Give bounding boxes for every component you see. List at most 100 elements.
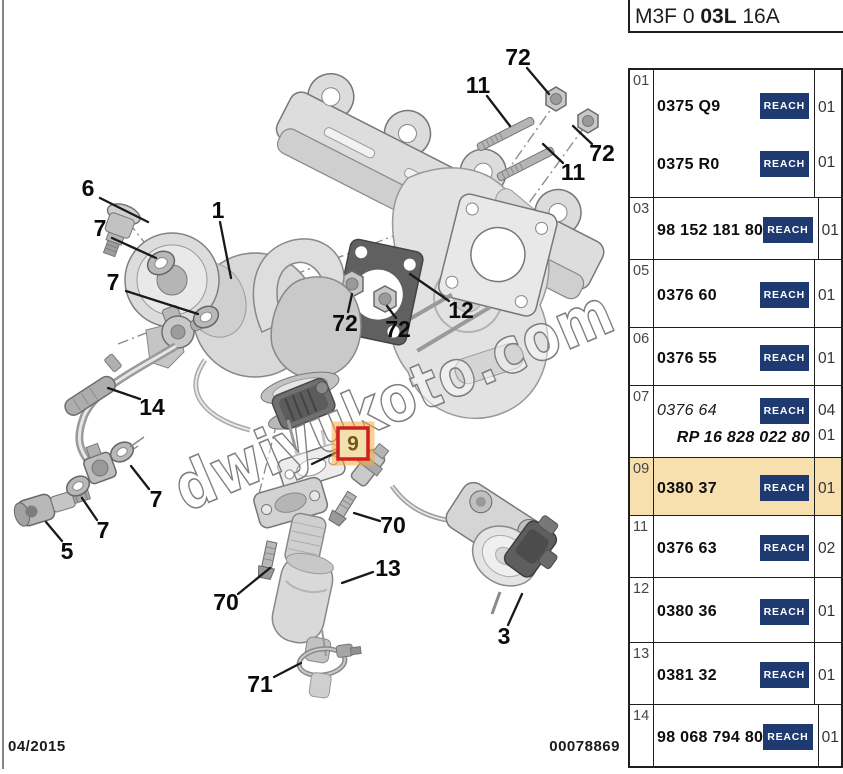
highlighted-callout-box[interactable] — [336, 426, 370, 461]
item-number: 14 — [630, 705, 654, 766]
part-number: 0376 63 — [657, 539, 717, 557]
quantity: 01 — [821, 728, 839, 746]
part-number: RP 16 828 022 80 — [676, 428, 810, 446]
vacuum-unit-assembly — [350, 442, 559, 615]
reach-badge[interactable]: REACH — [763, 724, 813, 750]
callout-leader-line — [218, 220, 233, 280]
callout-label-70[interactable]: 70 — [213, 589, 239, 615]
quantity: 01 — [818, 666, 836, 684]
reach-badge[interactable]: REACH — [759, 282, 809, 308]
callout-label-11[interactable]: 11 — [561, 159, 586, 185]
part-cell: 0380 37 REACH — [654, 458, 814, 515]
callout-leader-line — [485, 94, 512, 128]
callout-leader-line — [525, 66, 551, 96]
callout-leader-line — [506, 592, 524, 627]
callout-label-1[interactable]: 1 — [212, 197, 225, 223]
part-number: 0381 32 — [657, 666, 717, 684]
callout-label-72[interactable]: 72 — [332, 310, 358, 336]
quantity-cell: 01 — [817, 705, 843, 766]
callout-label-7[interactable]: 7 — [97, 517, 110, 543]
callout-leader-line — [98, 196, 150, 224]
callout-label-72[interactable]: 72 — [505, 44, 531, 70]
reach-badge[interactable]: REACH — [759, 93, 809, 119]
part-number: 98 152 181 80 — [657, 221, 764, 239]
item-number: 01 — [630, 70, 654, 197]
reach-badge[interactable]: REACH — [759, 397, 809, 424]
quantity-cell: 01 — [814, 643, 841, 704]
quantity: 01 — [818, 479, 836, 497]
reach-badge[interactable]: REACH — [759, 535, 809, 561]
quantity: 01 — [818, 99, 836, 116]
callout-label-72[interactable]: 72 — [385, 316, 411, 342]
callout-label-9[interactable]: 9 — [347, 433, 359, 456]
part-number: 0376 55 — [657, 349, 717, 367]
reach-badge[interactable]: REACH — [759, 475, 809, 501]
part-number: 0380 37 — [657, 479, 717, 497]
quantity-cell: 02 — [814, 516, 841, 577]
reach-badge[interactable]: REACH — [759, 598, 809, 625]
callout-label-11[interactable]: 11 — [466, 72, 491, 98]
banjo-bolt-assembly — [13, 436, 145, 527]
quantity-cell: 01 — [814, 328, 841, 385]
code-prefix: M3F 0 — [635, 5, 701, 28]
callout-label-70[interactable]: 70 — [380, 512, 406, 538]
callout-label-7[interactable]: 7 — [94, 215, 107, 241]
callout-leader-line — [272, 661, 303, 679]
part-number: 0375 Q9 — [657, 97, 721, 115]
item-number: 09 — [630, 458, 654, 515]
part-number: 0376 60 — [657, 286, 717, 304]
quantity: 02 — [818, 539, 836, 557]
item-number: 06 — [630, 328, 654, 385]
callout-label-13[interactable]: 13 — [375, 555, 401, 581]
catalog-code-header: M3F 0 03L 16A — [628, 0, 843, 33]
turbocharger-diagram-svg: dwiyukoto.com 67711411727211727212970137… — [13, 44, 626, 699]
part-cell: 0381 32 REACH — [654, 643, 814, 704]
code-bold: 03L — [700, 5, 737, 28]
quantity: 01 — [818, 286, 836, 304]
callout-leader-line — [124, 289, 200, 316]
callout-label-72[interactable]: 72 — [589, 140, 615, 166]
callout-leader-line — [106, 386, 142, 401]
callout-label-5[interactable]: 5 — [61, 538, 74, 564]
quantity: 01 — [818, 349, 836, 367]
callout-leader-line — [352, 511, 382, 523]
reach-badge[interactable]: REACH — [759, 345, 809, 371]
callout-label-6[interactable]: 6 — [82, 175, 95, 201]
callout-label-14[interactable]: 14 — [139, 394, 165, 420]
callout-label-3[interactable]: 3 — [498, 623, 511, 649]
callout-label-7[interactable]: 7 — [107, 269, 120, 295]
item-number: 11 — [630, 516, 654, 577]
reach-badge[interactable]: REACH — [759, 151, 809, 177]
part-number: 98 068 794 80 — [657, 728, 764, 746]
reach-badge[interactable]: REACH — [763, 217, 813, 243]
quantity: 01 — [818, 154, 836, 171]
callout-leader-line — [346, 292, 354, 314]
part-cell: 0376 55 REACH — [654, 328, 814, 385]
item-number: 03 — [630, 198, 654, 259]
part-cell: 0376 60 REACH — [654, 260, 814, 327]
item-number: 12 — [630, 578, 654, 642]
callout-label-71[interactable]: 71 — [247, 671, 273, 697]
quantity-cell: 01 — [814, 578, 841, 642]
callout-leader-line — [110, 236, 158, 260]
quantity-cell: 01 — [814, 260, 841, 327]
callout-label-12[interactable]: 12 — [448, 297, 474, 323]
turbocharger — [124, 232, 362, 433]
item-number: 07 — [630, 386, 654, 457]
callout-label-7[interactable]: 7 — [150, 486, 163, 512]
callout-leader-line — [44, 520, 64, 543]
reach-badge[interactable]: REACH — [759, 662, 809, 688]
